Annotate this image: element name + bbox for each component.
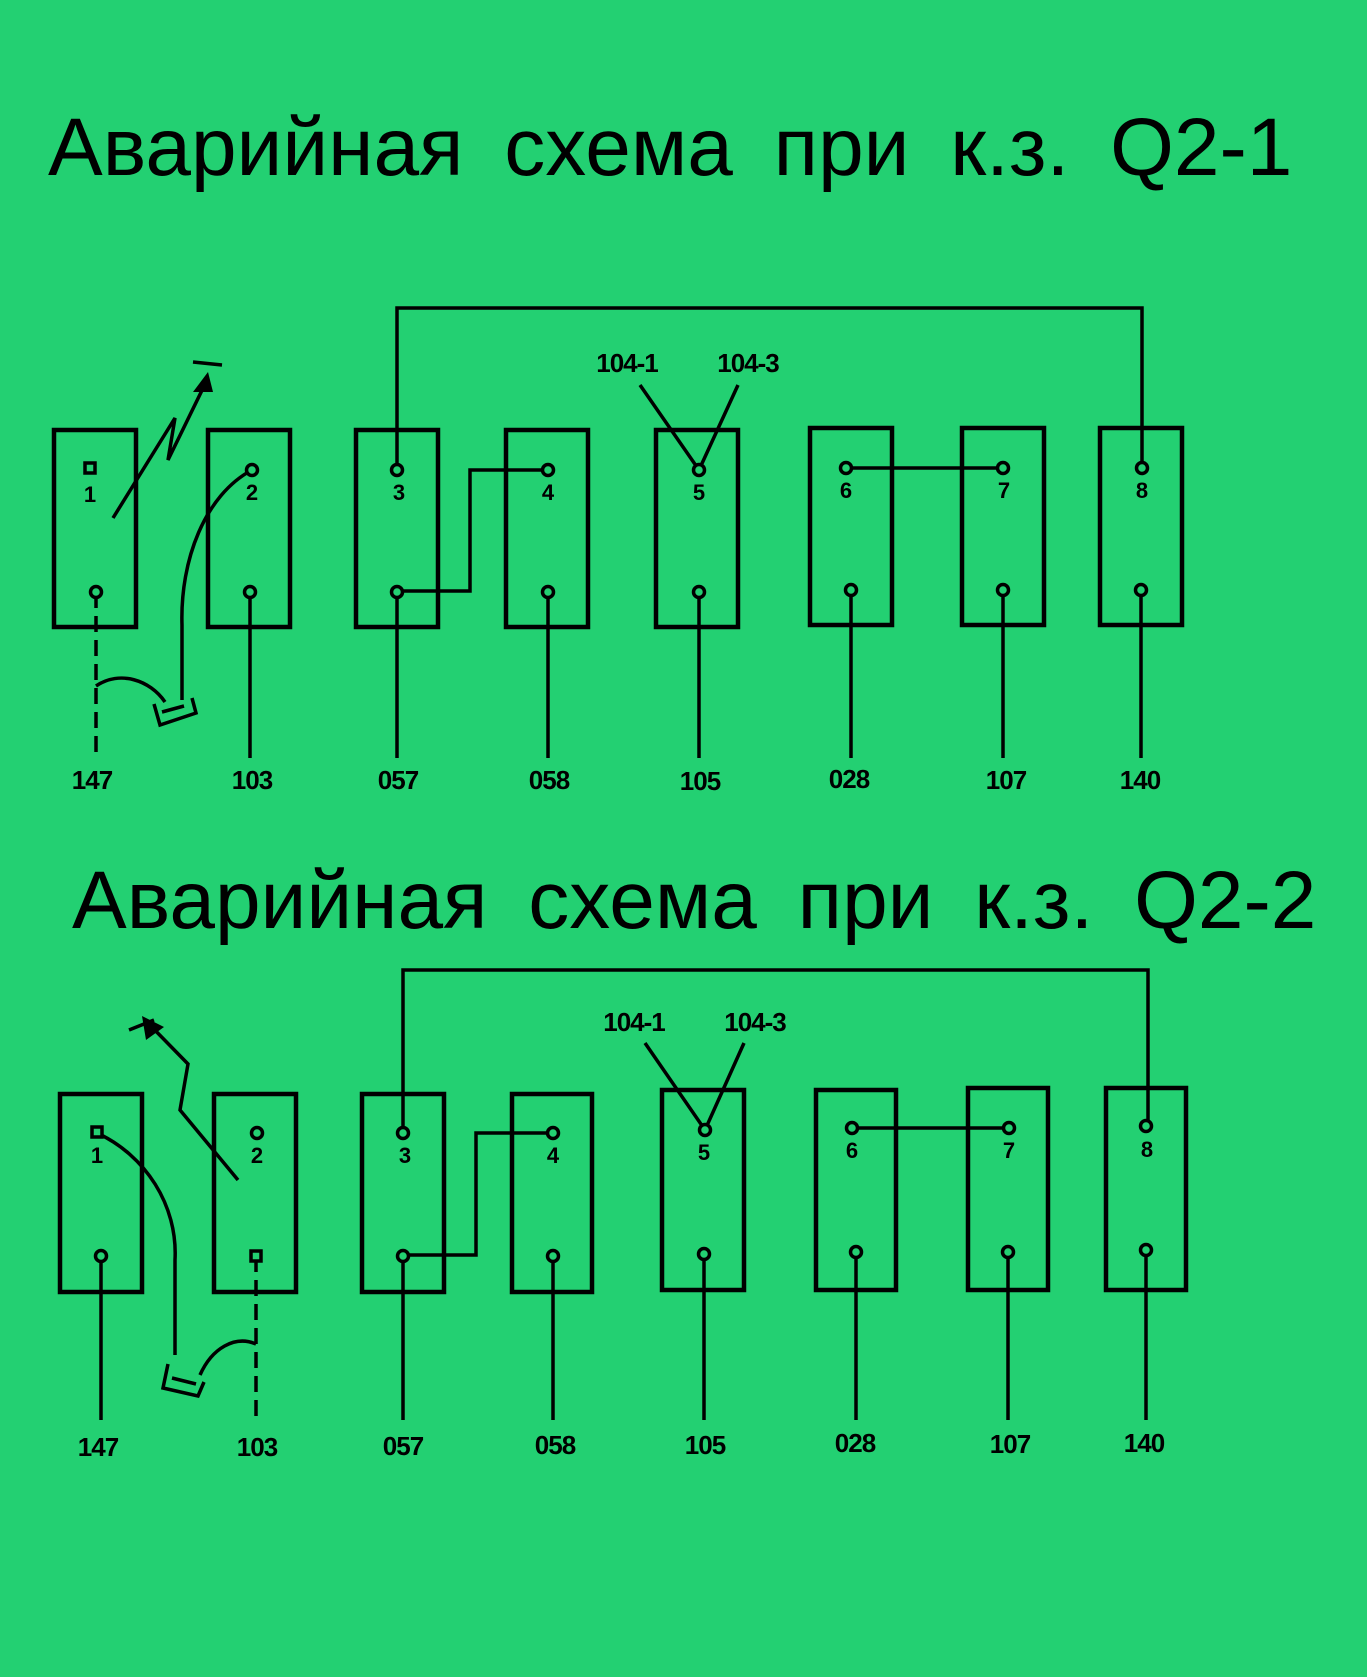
block-number: 5	[693, 480, 705, 505]
terminal-block	[653, 427, 741, 630]
terminal-label: 104-3	[717, 348, 779, 378]
terminal-label: 107	[986, 765, 1027, 795]
terminal-label: 058	[529, 765, 570, 795]
fault-arrow	[111, 377, 210, 519]
terminal-label: 057	[383, 1431, 424, 1461]
terminal-label: 147	[78, 1432, 119, 1462]
terminal-label: 105	[680, 766, 721, 796]
bypass-clamp	[160, 1363, 206, 1399]
pin	[995, 582, 1011, 598]
pin	[395, 1248, 411, 1264]
bus-3-8-wire	[395, 306, 1144, 468]
bypass-wire	[95, 676, 167, 704]
terminal-label: 147	[72, 765, 113, 795]
scheme-q2-2: Аварийная схема при к.з. Q2-2 1 2 3 4 5 …	[57, 855, 1316, 1462]
block-number: 6	[840, 478, 852, 503]
fault-arrow-bar	[192, 360, 223, 367]
pin	[1138, 1242, 1154, 1258]
pin	[389, 462, 405, 478]
terminal-label: 104-1	[596, 348, 658, 378]
bypass-clamp	[171, 1376, 197, 1386]
terminal-label: 028	[829, 764, 870, 794]
pin	[389, 584, 405, 600]
pin	[545, 1125, 561, 1141]
block-number: 7	[998, 478, 1010, 503]
bypass-wire	[198, 1339, 257, 1376]
terminal-label: 140	[1124, 1428, 1165, 1458]
block-number: 7	[1003, 1138, 1015, 1163]
terminal-label: 107	[990, 1429, 1031, 1459]
terminal-label: 103	[232, 765, 273, 795]
block-number: 8	[1141, 1137, 1153, 1162]
block-number: 3	[399, 1143, 411, 1168]
pin	[1133, 582, 1149, 598]
terminal-label: 105	[685, 1430, 726, 1460]
pin	[88, 584, 104, 600]
bus-3-8-wire	[401, 968, 1150, 1130]
pin	[843, 582, 859, 598]
pin	[696, 1246, 712, 1262]
block-number: 3	[393, 480, 405, 505]
terminal-label: 104-3	[724, 1007, 786, 1037]
jumper-3-4-wire	[403, 1131, 553, 1257]
pin	[93, 1248, 109, 1264]
pin	[691, 462, 707, 478]
terminal-label: 057	[378, 765, 419, 795]
pin	[1000, 1244, 1016, 1260]
pin	[395, 1125, 411, 1141]
bypass-clamp	[152, 697, 199, 728]
pin	[838, 460, 854, 476]
pin	[995, 460, 1011, 476]
terminal-label: 103	[237, 1432, 278, 1462]
fault-arrow-bar	[128, 1018, 155, 1032]
pin	[83, 461, 97, 475]
pin	[1001, 1120, 1017, 1136]
scheme-q2-1: Аварийная схема при к.з. Q2-1 1 2 3 4 5 …	[48, 102, 1292, 796]
pin	[540, 462, 556, 478]
block-number: 4	[547, 1143, 560, 1168]
pin	[545, 1248, 561, 1264]
pin	[691, 584, 707, 600]
block-number: 8	[1136, 478, 1148, 503]
block-number: 2	[246, 480, 258, 505]
fault-arrowhead	[193, 372, 213, 392]
pin	[249, 1249, 263, 1263]
bypass-wire	[180, 468, 253, 700]
block-number: 1	[84, 482, 96, 507]
scheme-title: Аварийная схема при к.з. Q2-2	[72, 855, 1316, 946]
terminal-label: 140	[1120, 765, 1161, 795]
terminal-label: 058	[535, 1430, 576, 1460]
block-number: 5	[698, 1140, 710, 1165]
bypass-clamp	[161, 704, 185, 714]
pin	[1138, 1118, 1154, 1134]
pin	[1134, 460, 1150, 476]
pin	[540, 584, 556, 600]
pin	[244, 462, 260, 478]
pin	[90, 1125, 104, 1139]
jumper-3-4-wire	[397, 468, 548, 593]
pin	[249, 1125, 265, 1141]
terminal-label: 028	[835, 1428, 876, 1458]
block-number: 6	[846, 1138, 858, 1163]
block-number: 4	[542, 480, 555, 505]
block-number: 1	[91, 1143, 103, 1168]
pin	[697, 1122, 713, 1138]
pin	[848, 1244, 864, 1260]
pin	[242, 584, 258, 600]
scheme-title: Аварийная схема при к.з. Q2-1	[48, 102, 1292, 193]
fault-arrow	[143, 1018, 240, 1182]
block-number: 2	[251, 1143, 263, 1168]
terminal-label: 104-1	[603, 1007, 665, 1037]
bypass-wire	[96, 1131, 177, 1355]
pin	[844, 1120, 860, 1136]
